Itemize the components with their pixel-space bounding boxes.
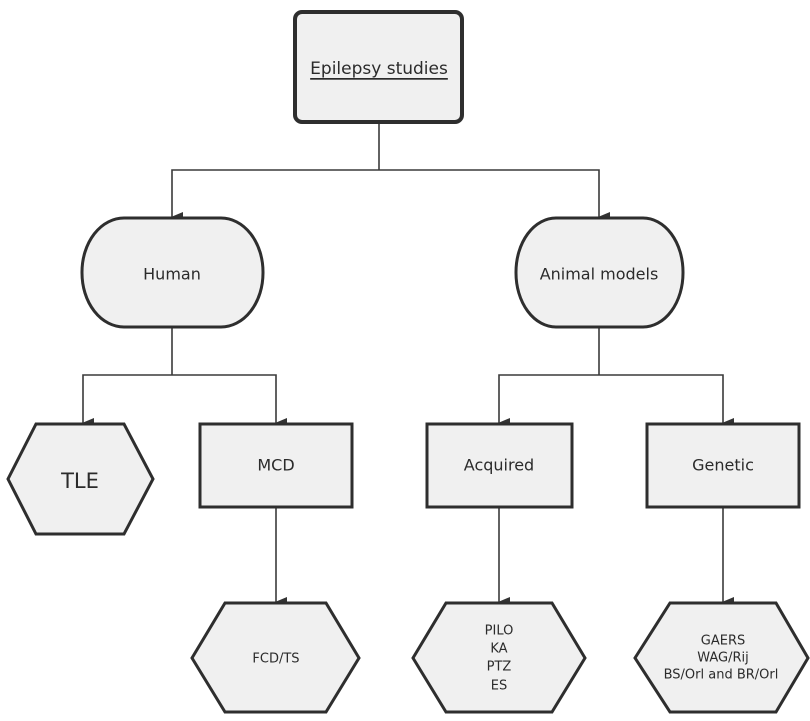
edge-animal-to-acquired [498, 374, 599, 428]
edge-animal-to-genetic [599, 374, 734, 428]
node-animal-models[interactable]: Animal models [514, 216, 685, 329]
acquired-models-hexagon [411, 601, 587, 714]
node-acquired[interactable]: Acquired [425, 422, 574, 509]
mcd-label: MCD [257, 456, 294, 475]
model-gaers: GAERS [701, 634, 745, 649]
node-fcd-ts[interactable]: FCD/TS [190, 601, 361, 714]
edge-human-to-mcd [172, 374, 287, 428]
model-pilo: PILO [485, 624, 514, 639]
tle-label: TLE [60, 469, 99, 493]
genetic-models-hexagon [633, 601, 810, 714]
fcd-hexagon [190, 601, 361, 714]
acquired-label: Acquired [464, 456, 534, 475]
root-box [293, 10, 464, 124]
model-ka: KA [490, 642, 507, 657]
model-wag-rij: WAG/Rij [697, 651, 749, 666]
edge-root-to-animal [379, 169, 610, 222]
root-label: Epilepsy studies [310, 59, 448, 79]
node-genetic-models[interactable]: GAERS WAG/Rij BS/Orl and BR/Orl [633, 601, 810, 714]
tle-hexagon [6, 422, 155, 536]
node-acquired-models[interactable]: PILO KA PTZ ES [411, 601, 587, 714]
human-box [80, 216, 265, 329]
node-mcd[interactable]: MCD [198, 422, 354, 509]
genetic-label: Genetic [692, 456, 754, 475]
fcd-label: FCD/TS [252, 652, 299, 667]
model-bs-br-orl: BS/Orl and BR/Orl [664, 668, 779, 683]
genetic-box [645, 422, 801, 509]
model-ptz: PTZ [487, 660, 512, 675]
acquired-box [425, 422, 574, 509]
node-tle[interactable]: TLE [6, 422, 155, 536]
edge-root-to-human [171, 169, 379, 222]
node-epilepsy-studies[interactable]: Epilepsy studies [293, 10, 464, 124]
animal-box [514, 216, 685, 329]
human-label: Human [143, 265, 201, 284]
model-es: ES [491, 679, 507, 694]
edges [82, 123, 734, 607]
mcd-box [198, 422, 354, 509]
node-genetic[interactable]: Genetic [645, 422, 801, 509]
node-human[interactable]: Human [80, 216, 265, 329]
animal-label: Animal models [540, 265, 659, 284]
edge-human-to-tle [82, 374, 172, 428]
